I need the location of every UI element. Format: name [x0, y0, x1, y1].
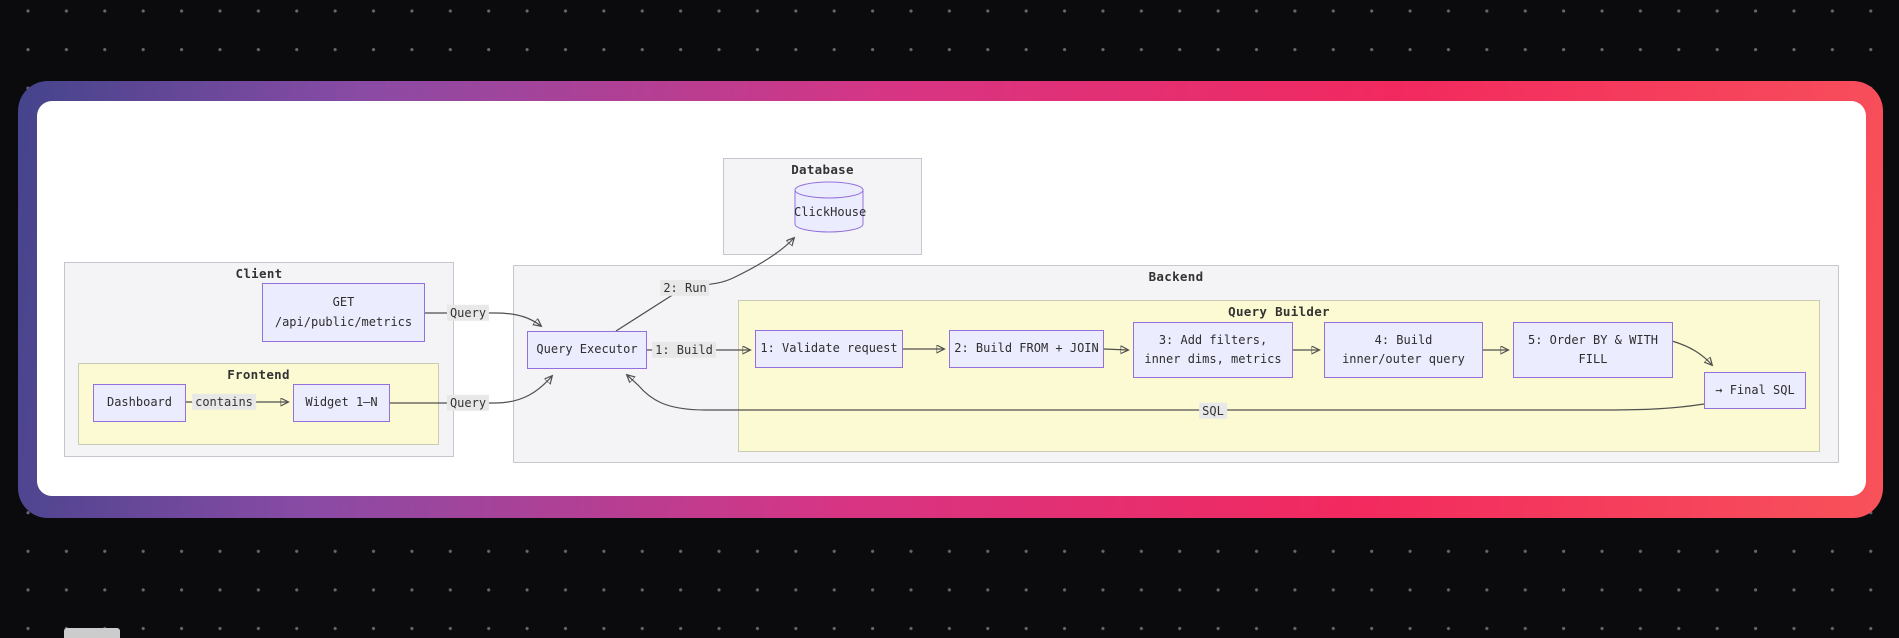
node-clickhouse-label: ClickHouse	[794, 205, 867, 219]
node-step2-label: 2: Build FROM + JOIN	[954, 341, 1099, 356]
node-step4-line1: 4: Build	[1374, 332, 1433, 347]
edge-label-contains: contains	[192, 393, 256, 411]
edge-label-query-bottom: Query	[446, 394, 490, 412]
node-dashboard-label: Dashboard	[106, 395, 173, 410]
bottom-edge-ui-fragment	[64, 628, 120, 638]
node-final-sql: → Final SQL	[1704, 372, 1806, 409]
node-step1-label: 1: Validate request	[760, 341, 898, 356]
edge-label-build: 1: Build	[652, 341, 716, 359]
node-clickhouse: ClickHouse	[794, 181, 867, 233]
node-step3-add-filters: 3: Add filters, inner dims, metrics	[1133, 322, 1293, 378]
cluster-database-title: Database	[791, 162, 854, 177]
node-step2-build-from-join: 2: Build FROM + JOIN	[949, 330, 1104, 368]
cluster-backend-title: Backend	[1148, 269, 1204, 284]
cluster-database: Database	[723, 158, 922, 255]
cluster-query-builder-title: Query Builder	[1228, 304, 1330, 319]
node-widget-label: Widget 1–N	[305, 395, 378, 410]
node-query-executor-label: Query Executor	[536, 342, 638, 357]
node-step3-line2: inner dims, metrics	[1144, 352, 1282, 366]
cluster-client-title: Client	[235, 266, 283, 281]
edge-step5-finalsql	[1671, 340, 1712, 365]
edge-label-sql: SQL	[1199, 402, 1227, 420]
cylinder-shape	[794, 181, 864, 233]
node-step4-line2: inner/outer query	[1342, 352, 1465, 366]
node-step5-order-by-with-fill: 5: Order BY & WITH FILL	[1513, 322, 1673, 378]
node-final-sql-label: → Final SQL	[1715, 382, 1795, 397]
node-dashboard: Dashboard	[93, 384, 186, 422]
edge-step2-step3	[1103, 349, 1128, 350]
edge-finalsql-queryexecutor	[627, 375, 1705, 411]
cluster-frontend-title: Frontend	[227, 367, 290, 382]
node-get-api-line1: GET	[332, 295, 355, 310]
node-step3-line1: 3: Add filters,	[1158, 332, 1268, 347]
node-get-api-line2: /api/public/metrics	[274, 314, 413, 329]
node-step5-line1: 5: Order BY & WITH	[1527, 332, 1659, 347]
node-step4-build-inner-outer: 4: Build inner/outer query	[1324, 322, 1483, 378]
node-step5-line2: FILL	[1578, 352, 1608, 366]
node-query-executor: Query Executor	[527, 331, 647, 369]
edge-widget-queryexecutor	[390, 376, 552, 404]
edge-label-query-top: Query	[446, 304, 490, 322]
edge-label-run: 2: Run	[660, 279, 710, 297]
node-widget: Widget 1–N	[293, 384, 390, 422]
edge-get-queryexecutor	[425, 312, 541, 326]
node-get-api: GET /api/public/metrics	[262, 283, 425, 342]
node-step1-validate: 1: Validate request	[755, 330, 903, 368]
